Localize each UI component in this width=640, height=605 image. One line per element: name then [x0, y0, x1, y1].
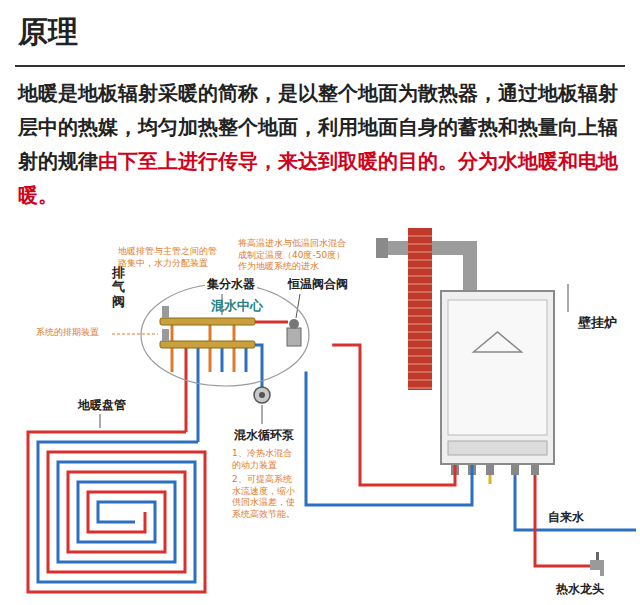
callout-note: 地暖排管与主管之间的管路集中，水力分配装置	[118, 246, 218, 269]
wall-boiler: 壁挂炉	[440, 290, 555, 465]
brick-wall	[408, 268, 432, 269]
brick-wall	[408, 372, 432, 373]
circulation-pump	[259, 392, 265, 398]
brick-wall	[408, 324, 432, 325]
mixing-pipe	[255, 321, 288, 324]
brick-wall	[408, 340, 432, 341]
brick-wall	[408, 356, 432, 357]
leader-line	[568, 284, 569, 312]
brick-wall	[408, 276, 432, 277]
boiler-fitting	[531, 465, 539, 475]
manifold	[160, 318, 255, 325]
brick-wall	[408, 252, 432, 253]
boiler-base	[448, 441, 547, 455]
leader-line	[262, 405, 263, 424]
faucet	[600, 568, 604, 576]
brick-wall	[408, 292, 432, 293]
brick-wall	[408, 348, 432, 349]
manifold-stub	[245, 345, 248, 372]
part-name: 恒温阀合阀	[286, 277, 350, 293]
boiler-fitting	[486, 465, 494, 475]
brick-wall	[408, 308, 432, 309]
node-label: 混水中心	[140, 297, 334, 315]
brick-wall	[408, 236, 432, 237]
flue-pipe	[376, 238, 388, 258]
floor-coil	[28, 432, 205, 592]
brick-wall	[408, 380, 432, 381]
coil-feed-pipe	[186, 348, 198, 442]
title-rule	[15, 65, 625, 67]
boiler-logo	[474, 332, 522, 352]
title: 原理	[18, 12, 78, 53]
mixing-center: 混水中心	[140, 283, 334, 387]
circulation-pump	[254, 387, 270, 403]
thermostatic-valve	[289, 319, 299, 329]
faucet	[590, 552, 604, 576]
brick-wall	[408, 332, 432, 333]
part-name: 集分水器	[205, 277, 257, 293]
air-vent	[162, 329, 169, 341]
water-pipe	[535, 475, 592, 566]
floor-coil	[38, 442, 198, 582]
brick-wall	[408, 316, 432, 317]
leader-line	[100, 414, 101, 428]
manifold	[160, 341, 255, 348]
brick-wall	[408, 244, 432, 245]
part-name: 热水龙头	[556, 582, 604, 598]
part-name: 混水循环泵	[232, 428, 296, 444]
leader-line	[296, 294, 300, 318]
water-pipe	[515, 475, 636, 530]
water-pipe	[490, 475, 636, 566]
callout-note: 2、可提高系统水流速度，缩小供回水温差，使系统高效节能。	[232, 474, 300, 521]
boiler-fitting	[451, 465, 539, 475]
callout-note: 1、冷热水混合的动力装置	[232, 448, 300, 471]
part-name: 自来水	[548, 510, 584, 526]
floor-coil	[28, 432, 205, 592]
boiler-outline	[440, 290, 555, 465]
brick-wall	[408, 364, 432, 365]
part-name: 排气阀	[112, 266, 125, 309]
paragraph-text: 由下至上进行传导，来达到取暖的目的。分为水地暖和电地暖。	[18, 149, 618, 207]
coil-feed-pipe	[197, 348, 200, 442]
intro-paragraph: 地暖是地板辐射采暖的简称，是以整个地面为散热器，通过地板辐射层中的热媒，均匀加热…	[18, 76, 624, 212]
water-pipe	[489, 475, 492, 484]
boiler-panel	[448, 300, 547, 435]
thermostatic-valve	[287, 328, 301, 346]
leader-line	[112, 334, 158, 335]
brick-wall	[408, 300, 432, 301]
manifold	[160, 306, 255, 372]
brick-wall	[408, 228, 432, 390]
circulation-pump	[254, 387, 270, 403]
air-vent	[162, 306, 169, 318]
pipe-connector	[332, 345, 455, 485]
brick-wall	[408, 228, 432, 390]
node-label: 壁挂炉	[578, 314, 617, 332]
boiler-casing	[441, 291, 554, 464]
boiler-fitting	[511, 465, 519, 475]
callout-note: 系统的排期装置	[36, 327, 99, 339]
thermostatic-valve	[287, 319, 301, 346]
brick-wall	[408, 284, 432, 285]
faucet	[596, 552, 599, 560]
manifold-stub	[221, 345, 224, 372]
callout-note: 将高温进水与低温回水混合成制定温度（40度-50度）作为地暖系统的进水	[238, 238, 350, 273]
coil-feed-pipe	[185, 348, 188, 432]
brick-wall	[408, 388, 432, 389]
brick-wall	[408, 260, 432, 261]
part-name: 地暖盘管	[76, 398, 128, 414]
